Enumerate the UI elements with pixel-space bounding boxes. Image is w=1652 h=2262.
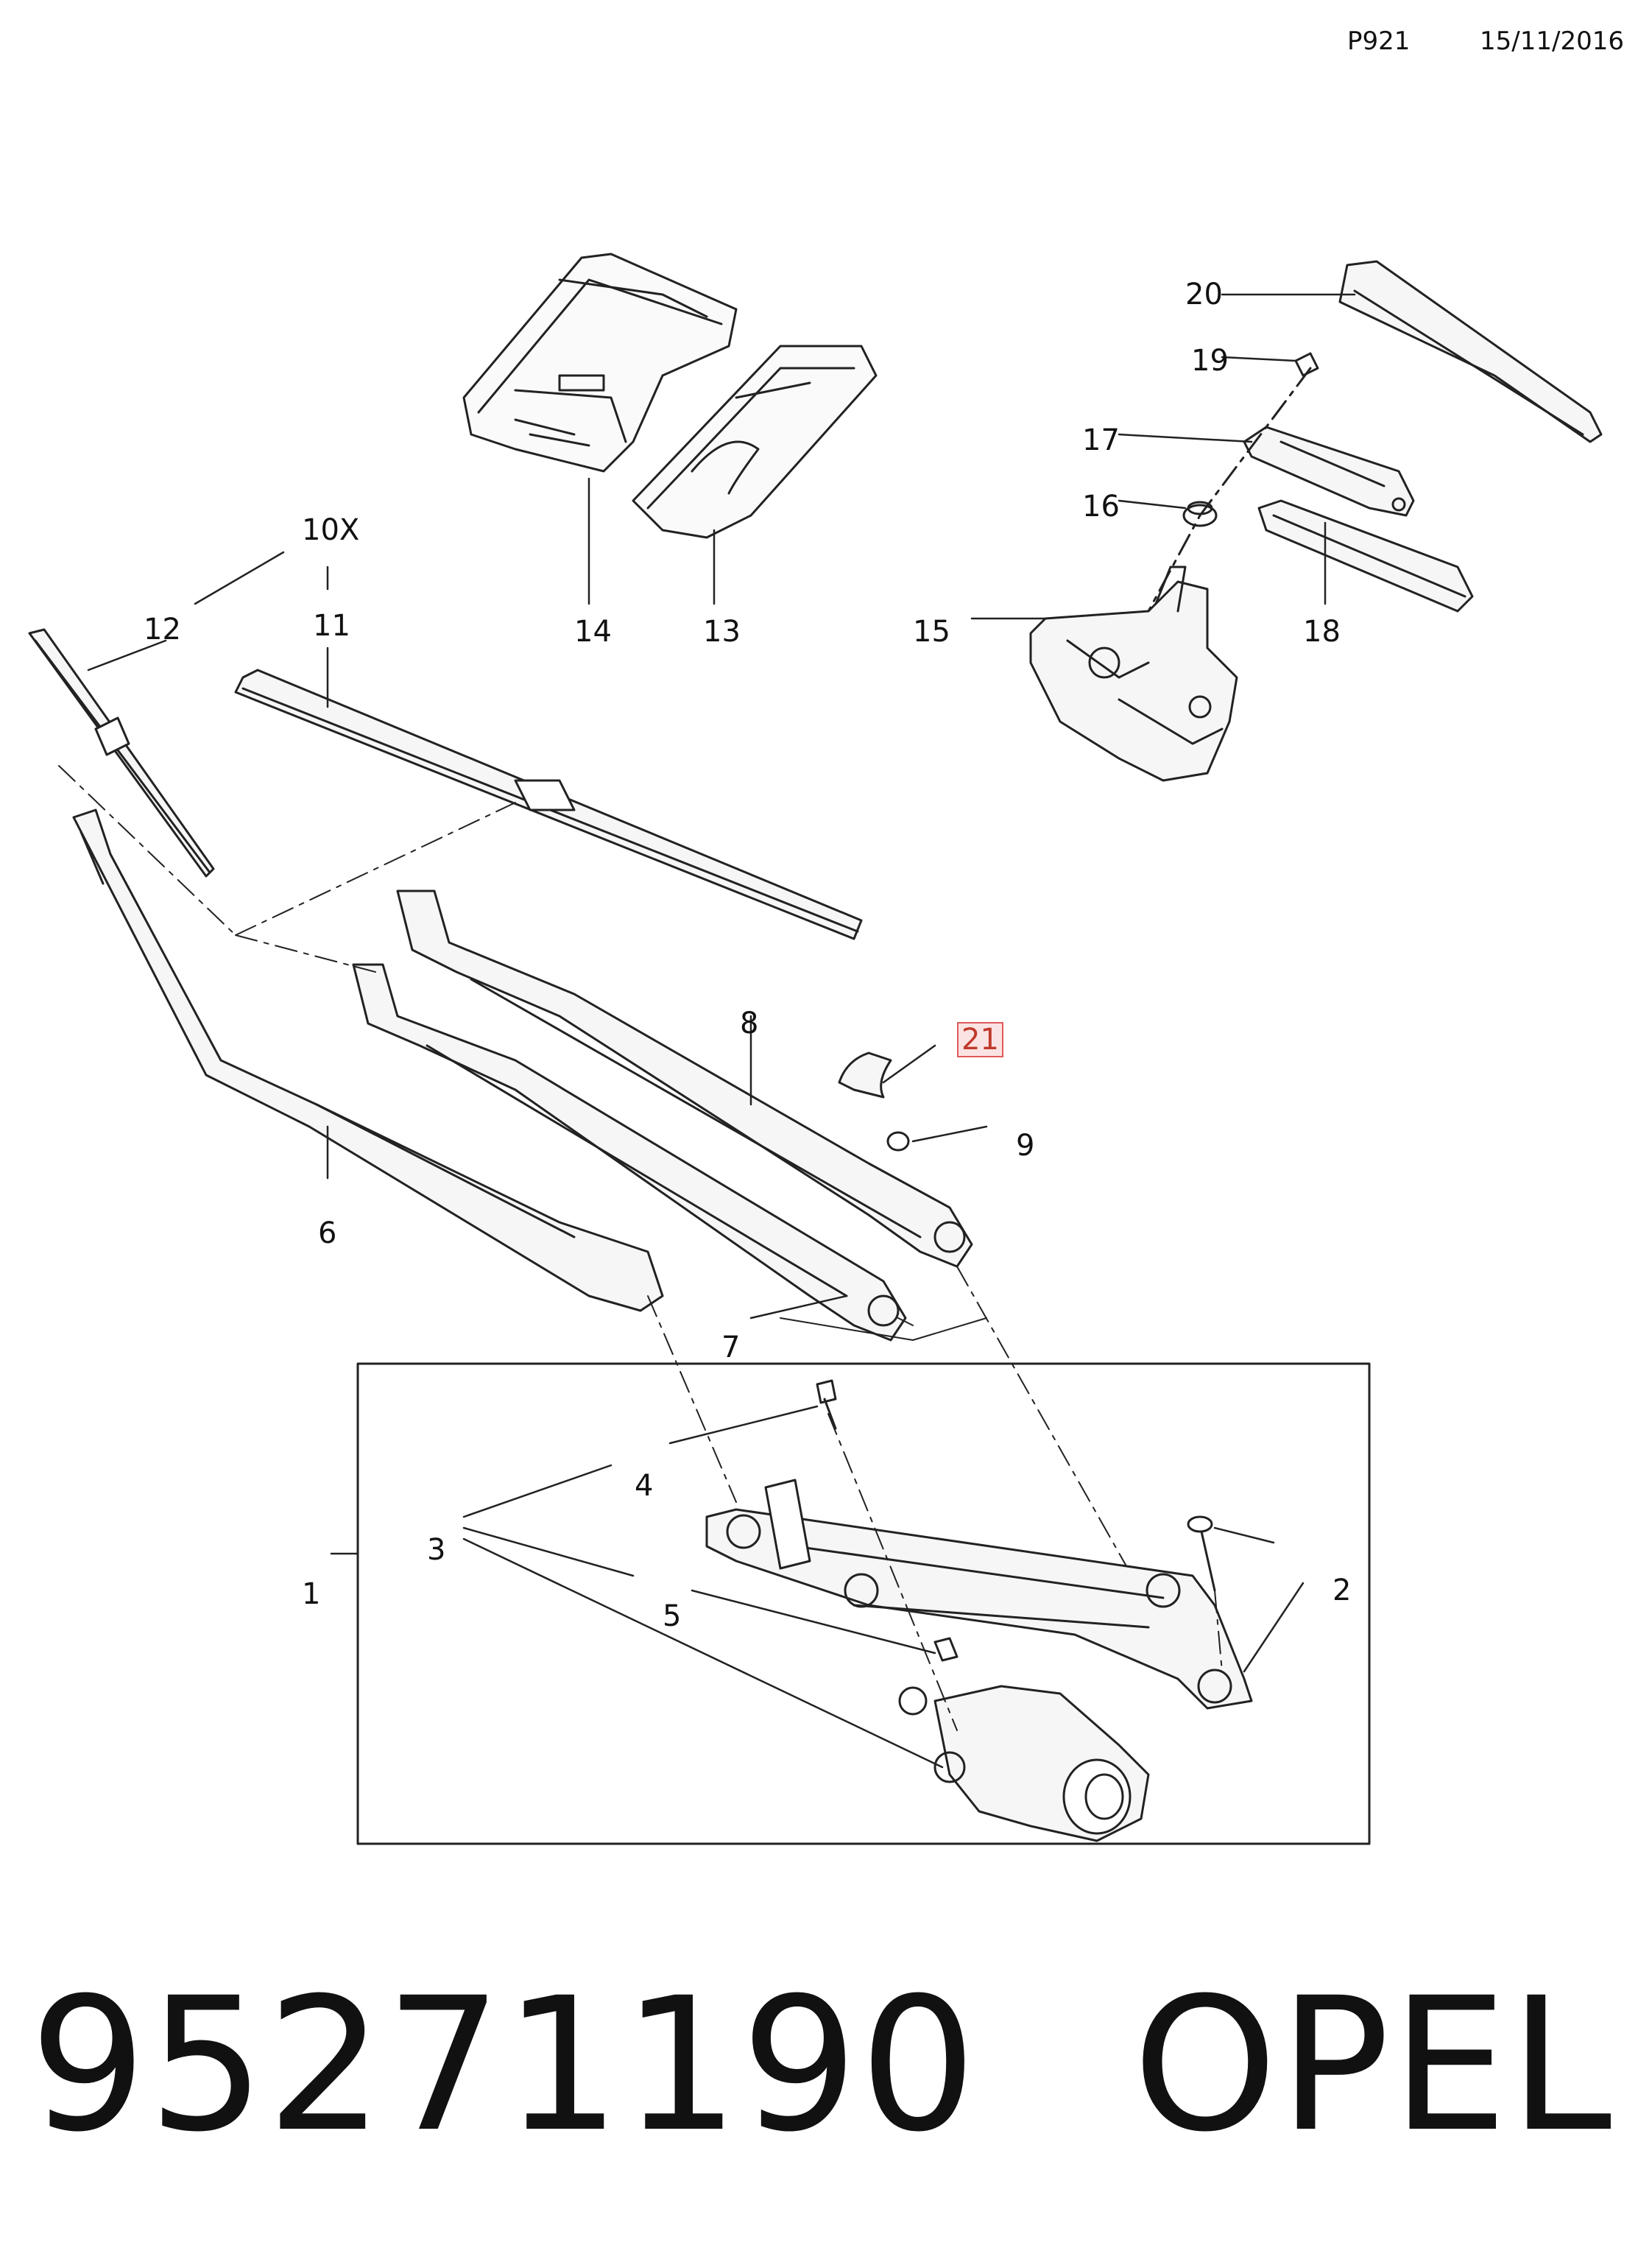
callout-1: 1 [302,1577,321,1611]
callout-17: 17 [1082,423,1120,457]
wiper-blade-part-12 [28,628,215,878]
rear-wiper-arm-cover-part-20 [1338,260,1603,443]
assembly-box [356,1362,1371,1845]
wiper-blade-part-11 [234,669,863,940]
rear-wiper-blade-part-18 [1257,499,1474,613]
brand-name: OPEL [1132,1958,1614,2172]
callout-21-highlighted[interactable]: 21 [957,1022,1003,1057]
leader-lines [87,293,1356,1769]
callout-10x: 10X [302,513,360,547]
callout-11: 11 [313,609,350,643]
callout-18: 18 [1303,615,1341,649]
callout-4: 4 [635,1469,654,1503]
wiper-arm-part-6 [72,808,664,1312]
callout-12: 12 [144,613,181,646]
nut-part-5 [933,1637,959,1662]
callout-2: 2 [1332,1574,1352,1607]
callout-19: 19 [1191,344,1229,378]
callout-6: 6 [318,1216,337,1250]
wiper-arm-part-7 [352,963,907,1342]
callout-20: 20 [1185,278,1223,311]
diagram-date: 15/11/2016 [1480,27,1624,56]
callout-5: 5 [663,1599,682,1633]
callout-16: 16 [1082,490,1120,524]
rear-wiper-arm-part-17 [1243,426,1415,517]
wiper-arm-part-8 [396,889,973,1268]
callout-8: 8 [740,1007,759,1040]
callout-7: 7 [721,1331,741,1364]
nut-part-19 [1294,352,1319,377]
diagram-code: P921 [1347,27,1411,56]
callout-13: 13 [703,615,741,649]
cover-part-14 [462,253,738,473]
nut-part-9 [886,1131,910,1152]
cap-part-21 [838,1051,892,1099]
bolt-part-2 [1187,1515,1216,1592]
screw-part-4 [816,1379,837,1430]
wiper-motor [898,1685,1150,1842]
callout-15: 15 [913,615,950,649]
part-number: 95271190 [29,1958,978,2172]
rear-wiper-motor-part-15 [1029,566,1238,782]
linkage-assembly-part-1 [705,1479,1253,1710]
callout-9: 9 [1016,1129,1035,1163]
cover-part-13 [632,345,878,539]
callout-3: 3 [427,1533,446,1567]
callout-14: 14 [574,615,612,649]
